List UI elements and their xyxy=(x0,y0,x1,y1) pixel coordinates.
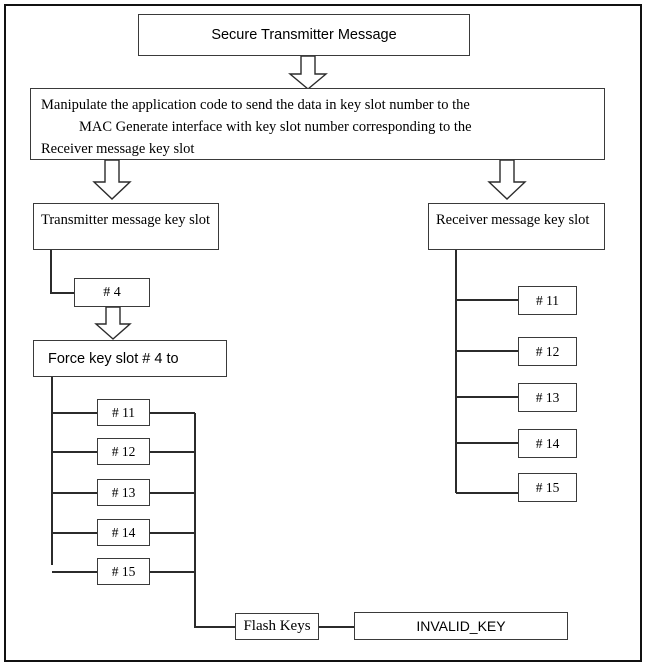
manipulate-instruction-text: Manipulate the application code to send … xyxy=(31,94,604,159)
node-invalid-key[interactable]: INVALID_KEY xyxy=(354,612,568,640)
manipulate-line-3: Receiver message key slot xyxy=(41,141,195,157)
forced-slot-11-label: # 11 xyxy=(111,404,136,420)
invalid-key-label: INVALID_KEY xyxy=(416,618,506,634)
node-forced-slot-14[interactable]: # 14 xyxy=(97,519,150,546)
receiver-slot-15-label: # 15 xyxy=(535,479,560,495)
node-receiver-slot-14[interactable]: # 14 xyxy=(518,429,577,458)
force-key-slot-label: Force key slot # 4 to xyxy=(48,350,179,367)
node-forced-slot-13[interactable]: # 13 xyxy=(97,479,150,506)
receiver-slot-13-label: # 13 xyxy=(535,389,560,405)
node-receiver-slot-12[interactable]: # 12 xyxy=(518,337,577,366)
receiver-slot-12-label: # 12 xyxy=(535,343,560,359)
node-forced-slot-12[interactable]: # 12 xyxy=(97,438,150,465)
receiver-slot-11-label: # 11 xyxy=(535,292,560,308)
node-transmitter-slot-value[interactable]: # 4 xyxy=(74,278,150,307)
node-receiver-message-key-slot[interactable]: Receiver message key slot xyxy=(428,203,605,250)
node-flash-keys[interactable]: Flash Keys xyxy=(235,613,319,640)
forced-slot-15-label: # 15 xyxy=(111,563,136,579)
forced-slot-12-label: # 12 xyxy=(111,443,136,459)
node-receiver-slot-11[interactable]: # 11 xyxy=(518,286,577,315)
diagram-outer-frame xyxy=(4,4,642,662)
receiver-message-key-slot-label: Receiver message key slot xyxy=(436,212,590,228)
transmitter-message-key-slot-label: Transmitter message key slot xyxy=(41,212,211,228)
node-forced-slot-11[interactable]: # 11 xyxy=(97,399,150,426)
node-forced-slot-15[interactable]: # 15 xyxy=(97,558,150,585)
node-force-key-slot[interactable]: Force key slot # 4 to xyxy=(33,340,227,377)
flash-keys-label: Flash Keys xyxy=(243,618,311,634)
manipulate-line-2: MAC Generate interface with key slot num… xyxy=(79,119,472,135)
forced-slot-14-label: # 14 xyxy=(111,524,136,540)
node-receiver-slot-15[interactable]: # 15 xyxy=(518,473,577,502)
transmitter-slot-value-label: # 4 xyxy=(103,284,121,300)
node-transmitter-message-key-slot[interactable]: Transmitter message key slot xyxy=(33,203,219,250)
node-receiver-slot-13[interactable]: # 13 xyxy=(518,383,577,412)
receiver-slot-14-label: # 14 xyxy=(535,435,560,451)
manipulate-line-1: Manipulate the application code to send … xyxy=(41,97,470,113)
secure-transmitter-message-label: Secure Transmitter Message xyxy=(211,27,397,43)
node-manipulate-instruction[interactable]: Manipulate the application code to send … xyxy=(30,88,605,160)
node-secure-transmitter-message[interactable]: Secure Transmitter Message xyxy=(138,14,470,56)
forced-slot-13-label: # 13 xyxy=(111,484,136,500)
